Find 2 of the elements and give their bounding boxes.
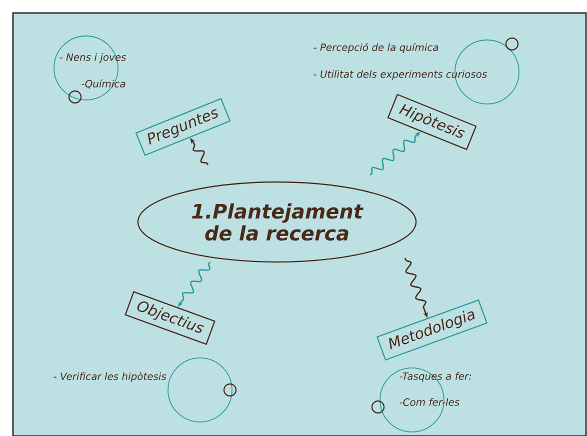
bullet-text: - Verificar les hipòtesis [54,372,166,382]
bullet-text: - Percepció de la química [314,42,438,54]
